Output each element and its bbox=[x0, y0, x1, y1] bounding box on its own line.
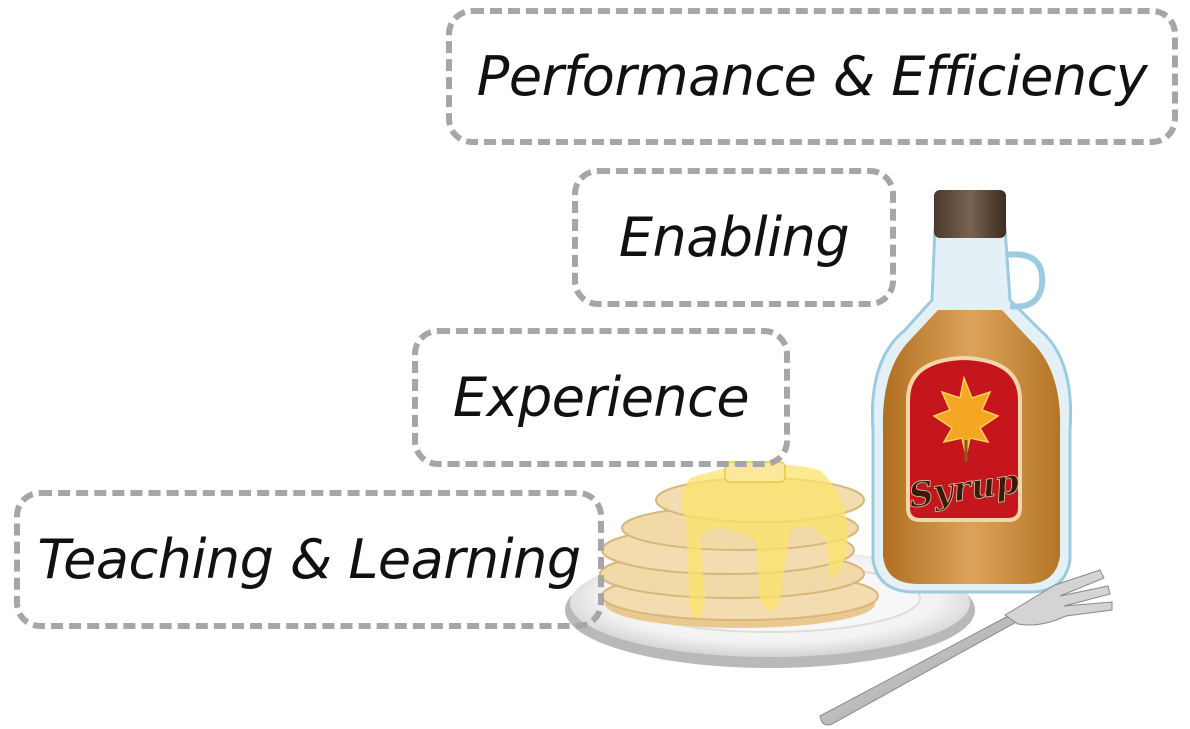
step-label: Teaching & Learning bbox=[37, 528, 581, 591]
maple-leaf-icon bbox=[932, 375, 1000, 462]
step-label: Experience bbox=[452, 366, 750, 429]
step-box-enabling: Enabling bbox=[572, 168, 896, 307]
pancake-stack bbox=[599, 461, 879, 628]
step-box-performance-efficiency: Performance & Efficiency bbox=[446, 8, 1178, 145]
syrup-bottle: Syrup bbox=[870, 190, 1073, 594]
step-label: Performance & Efficiency bbox=[476, 45, 1148, 108]
step-label: Enabling bbox=[618, 206, 850, 269]
step-box-teaching-learning: Teaching & Learning bbox=[14, 490, 604, 629]
fork bbox=[819, 569, 1113, 726]
step-box-experience: Experience bbox=[412, 328, 790, 467]
